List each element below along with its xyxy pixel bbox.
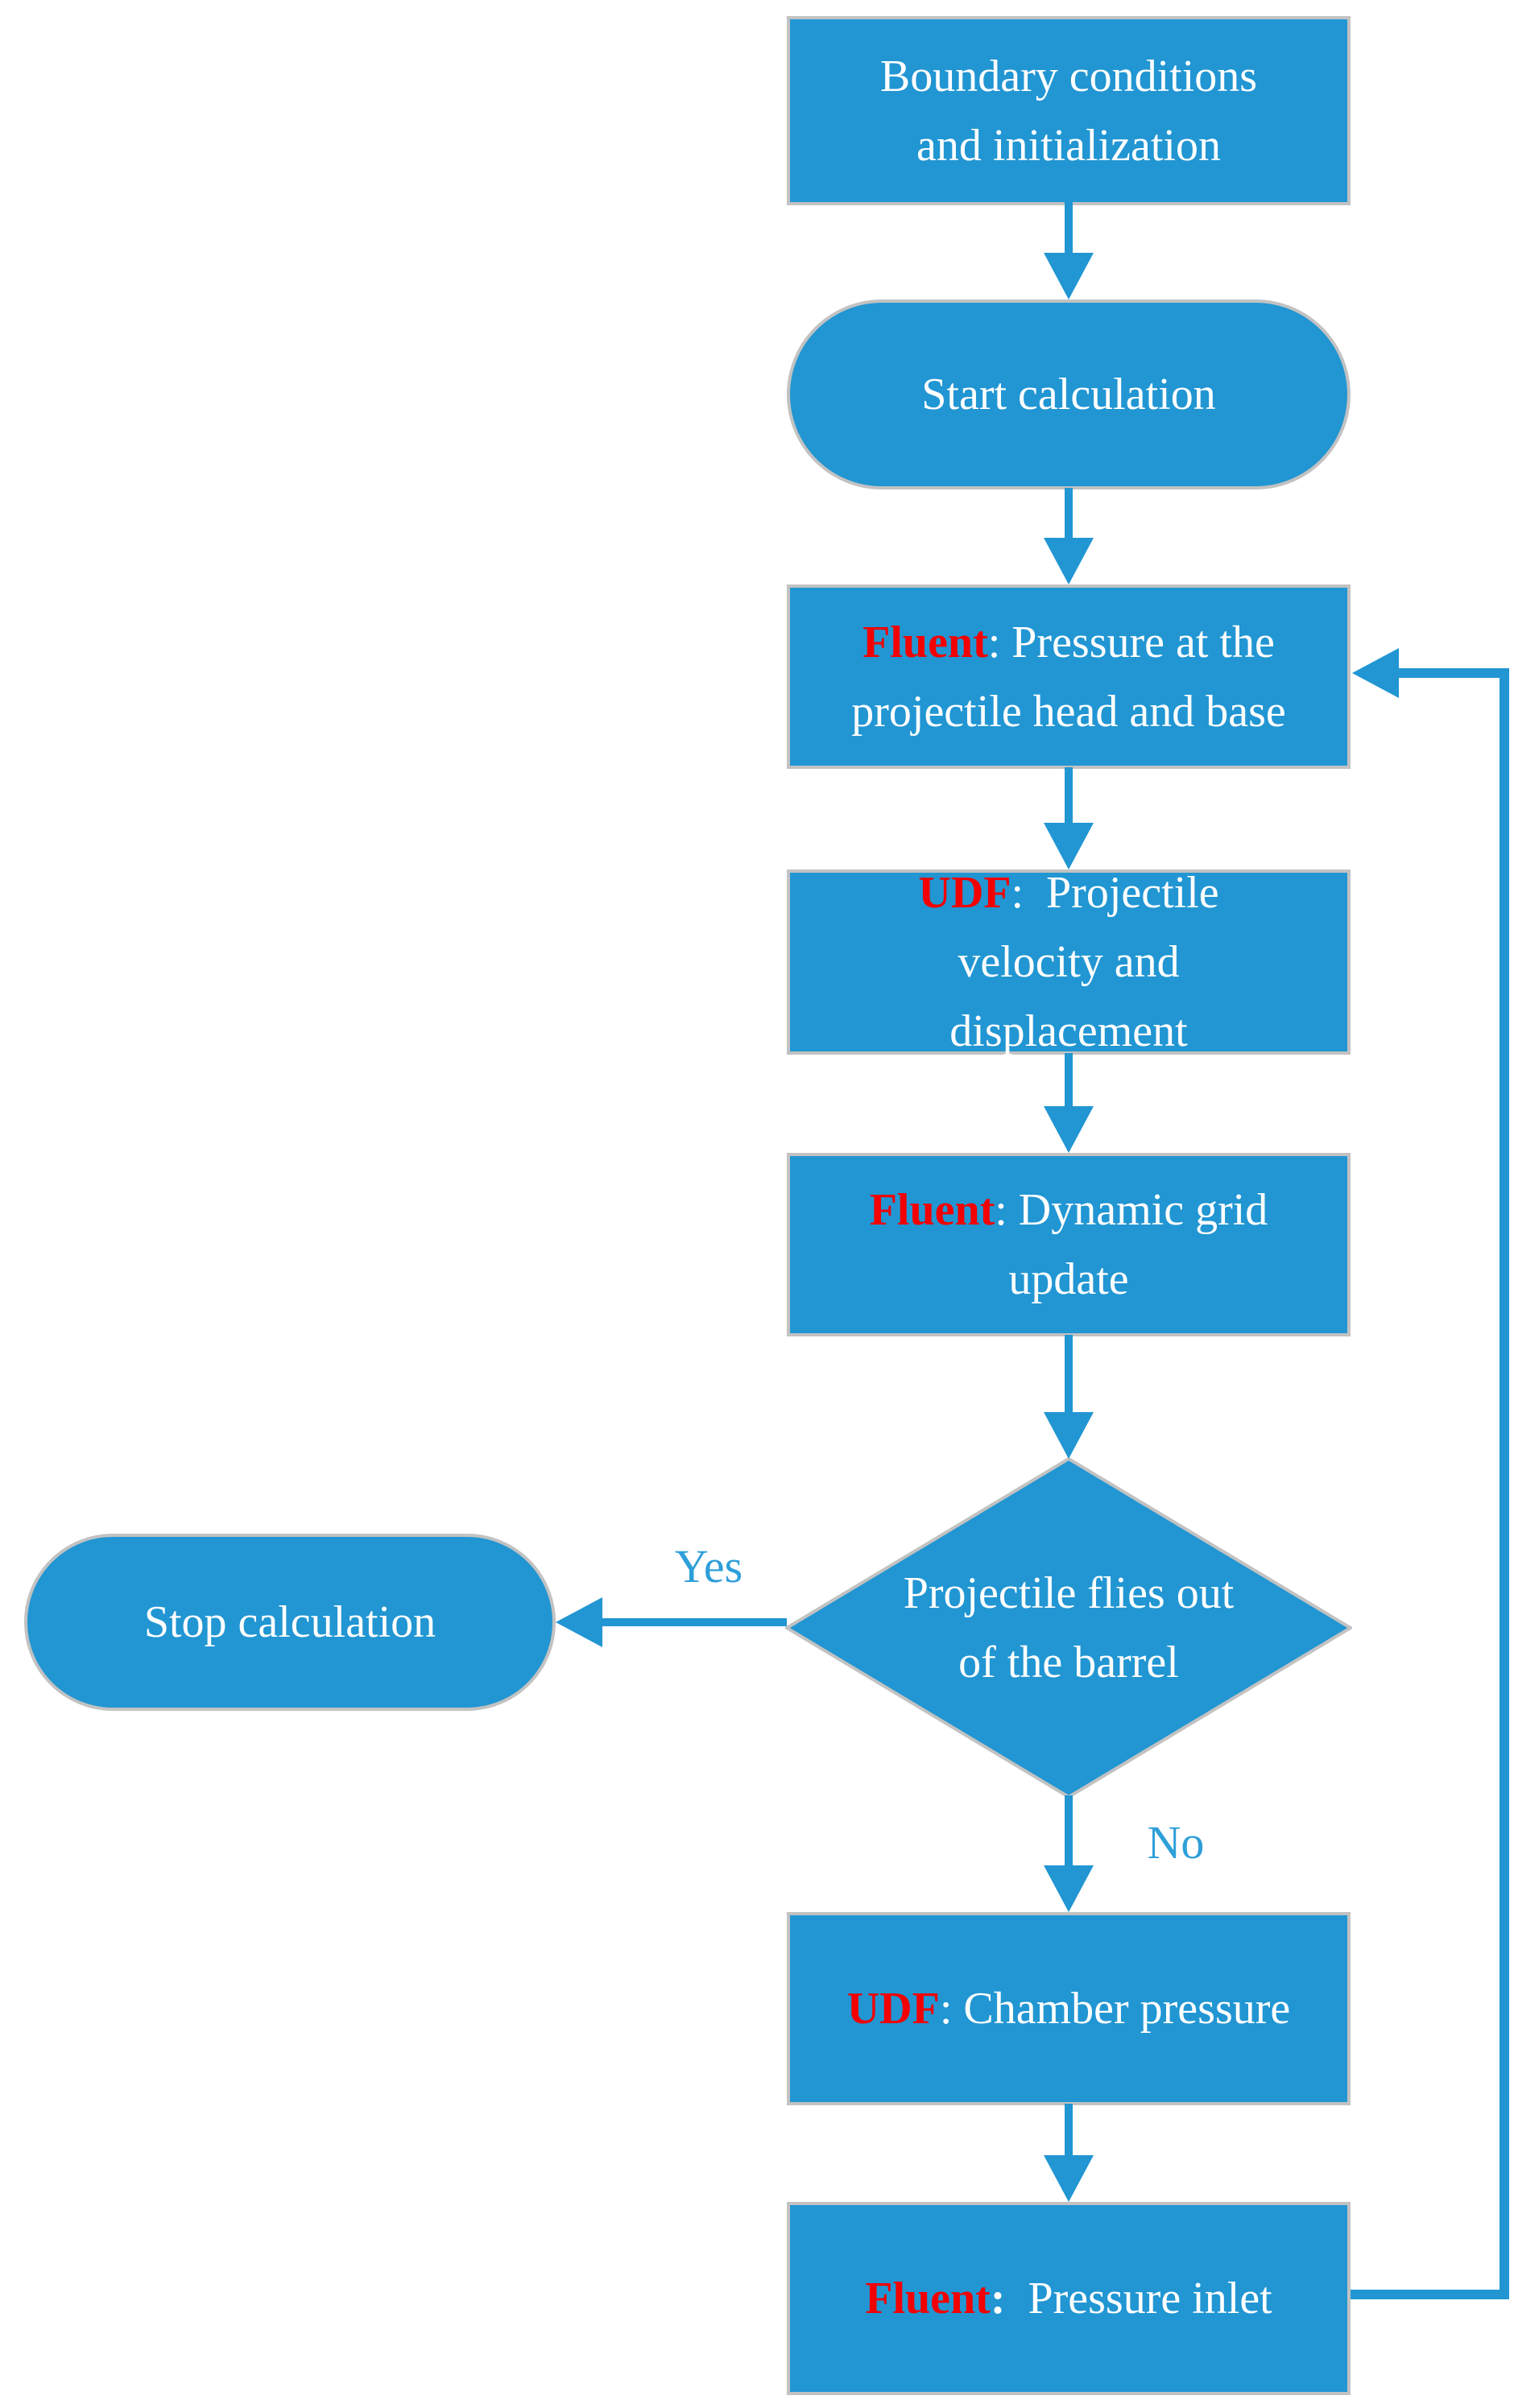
arrow-fluent-pressure-to-udf-head bbox=[1044, 823, 1094, 869]
node-stop-calculation: Stop calculation bbox=[24, 1534, 556, 1711]
arrow-start-to-fluent-pressure-shaft bbox=[1065, 488, 1073, 538]
node-text-line: update bbox=[1008, 1254, 1129, 1304]
yes-arrow-shaft bbox=[602, 1618, 787, 1626]
node-text-line: of the barrel bbox=[958, 1638, 1179, 1687]
node-text-line: UDF: Projectile bbox=[918, 868, 1219, 918]
feedback-line-bottom bbox=[1351, 2290, 1509, 2299]
arrow-boundary-to-start-head bbox=[1044, 253, 1094, 299]
node-udf-velocity-displacement: UDF: Projectile velocity and displacement bbox=[787, 868, 1351, 1056]
node-text-line: Fluent: Dynamic grid bbox=[869, 1185, 1268, 1235]
yes-arrow-head bbox=[556, 1597, 602, 1647]
arrow-udf-to-grid-head bbox=[1044, 1106, 1094, 1153]
node-text-line: Start calculation bbox=[921, 370, 1216, 419]
node-fluent-pressure-inlet: Fluent: Pressure inlet bbox=[787, 2202, 1351, 2395]
feedback-line-top bbox=[1397, 668, 1509, 678]
node-decision-projectile-out: Projectile flies out of the barrel bbox=[787, 1459, 1351, 1797]
arrow-grid-to-decision-head bbox=[1044, 1412, 1094, 1459]
arrow-boundary-to-start-shaft bbox=[1065, 200, 1073, 253]
yes-label: Yes bbox=[674, 1540, 743, 1592]
node-text-line: Fluent: Pressure at the bbox=[862, 617, 1275, 667]
arrow-grid-to-decision-shaft bbox=[1065, 1335, 1073, 1412]
node-text-line: Projectile flies out bbox=[903, 1568, 1235, 1618]
node-text-line: Stop calculation bbox=[143, 1597, 436, 1647]
node-text-line: Fluent: Pressure inlet bbox=[865, 2274, 1272, 2323]
node-boundary-conditions: Boundary conditions and initialization bbox=[787, 16, 1351, 205]
node-text-line: Boundary conditions bbox=[879, 51, 1258, 101]
node-start-calculation: Start calculation bbox=[787, 299, 1351, 489]
feedback-line-vertical bbox=[1500, 668, 1509, 2299]
arrow-udf-to-grid-shaft bbox=[1065, 1053, 1073, 1106]
node-text-line: projectile head and base bbox=[851, 686, 1286, 737]
arrow-chamber-to-inlet-head bbox=[1044, 2155, 1094, 2202]
node-text-line: and initialization bbox=[916, 120, 1221, 171]
arrow-chamber-to-inlet-shaft bbox=[1065, 2104, 1073, 2155]
node-fluent-pressure-head-base: Fluent: Pressure at the projectile head a… bbox=[787, 584, 1351, 769]
arrow-decision-to-chamber-shaft bbox=[1065, 1795, 1073, 1865]
feedback-arrow-head bbox=[1352, 648, 1399, 698]
node-fluent-dynamic-grid: Fluent: Dynamic grid update bbox=[787, 1153, 1351, 1336]
arrow-decision-to-chamber-head bbox=[1044, 1865, 1094, 1912]
node-text-line: displacement bbox=[949, 1006, 1188, 1056]
node-text-line: UDF: Chamber pressure bbox=[846, 1984, 1291, 2034]
arrow-start-to-fluent-pressure-head bbox=[1044, 538, 1094, 584]
node-udf-chamber-pressure: UDF: Chamber pressure bbox=[787, 1912, 1351, 2105]
no-label: No bbox=[1147, 1816, 1205, 1869]
node-text-line: velocity and bbox=[958, 937, 1180, 987]
arrow-fluent-pressure-to-udf-shaft bbox=[1065, 767, 1073, 823]
